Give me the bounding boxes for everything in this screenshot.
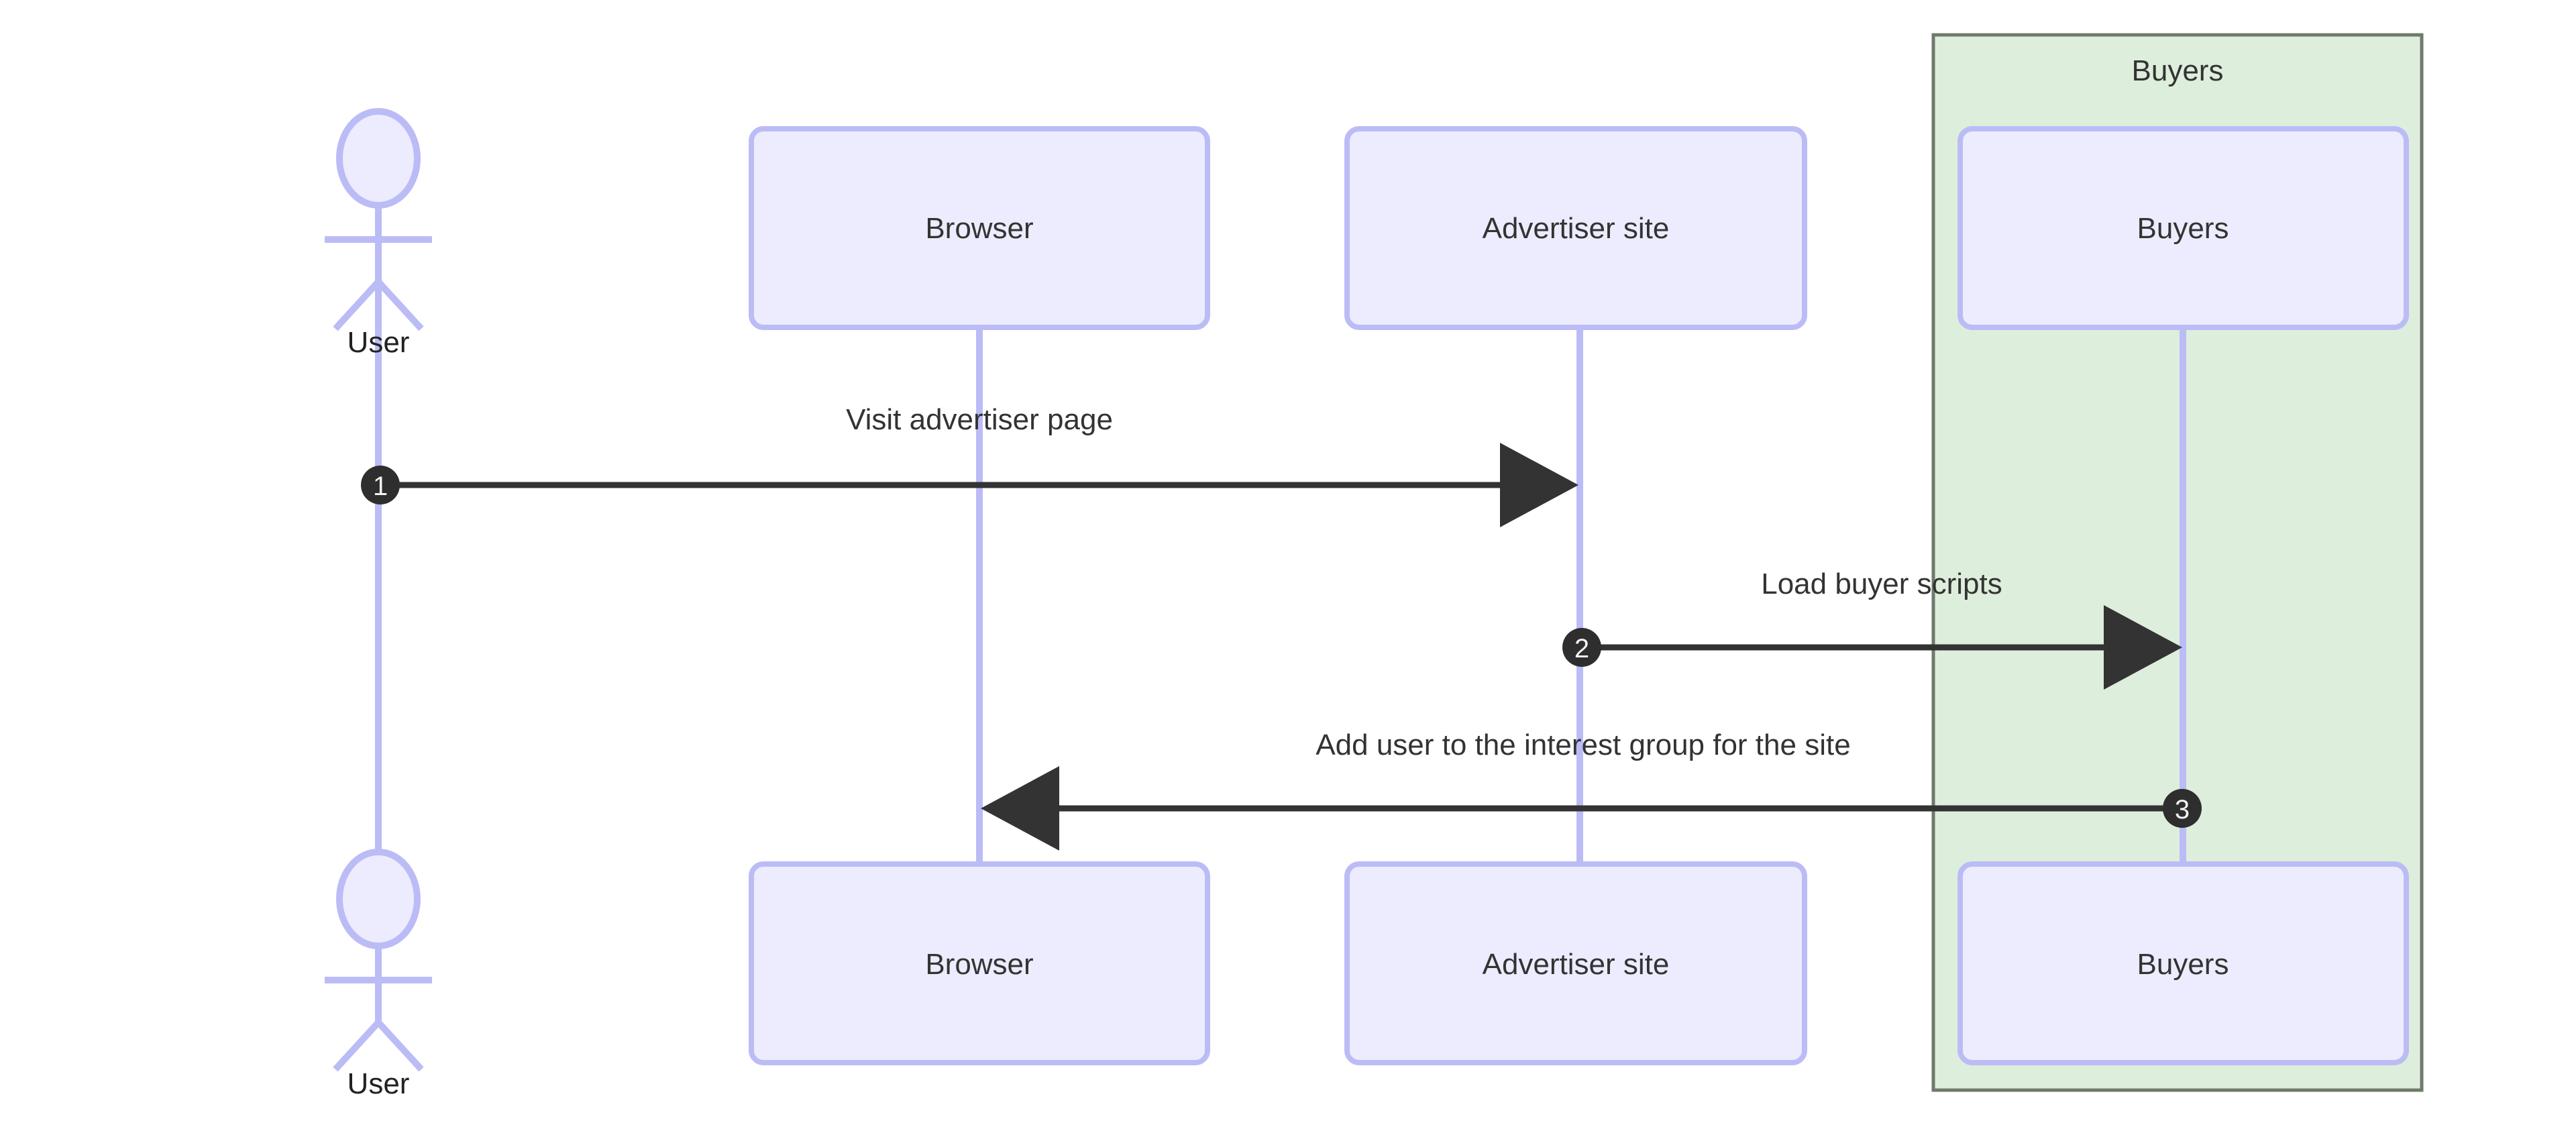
actor-leg-right-icon bbox=[376, 1020, 424, 1072]
participant-advertiser-bottom[interactable]: Advertiser site bbox=[1344, 861, 1807, 1065]
participant-advertiser-bottom-label: Advertiser site bbox=[1483, 948, 1670, 981]
actor-user-bottom-label: User bbox=[347, 1067, 410, 1100]
message-2-badge bbox=[1562, 628, 1601, 667]
participant-buyers-top-label: Buyers bbox=[2137, 212, 2229, 245]
participant-advertiser-bottom-rect bbox=[1344, 861, 1807, 1065]
participant-browser-bottom-rect bbox=[749, 861, 1210, 1065]
actor-leg-left-icon bbox=[333, 1020, 381, 1072]
actor-user-top-label: User bbox=[347, 326, 410, 359]
message-2-number: 2 bbox=[1574, 634, 1589, 663]
message-3-badge bbox=[2163, 789, 2202, 828]
message-1-label: Visit advertiser page bbox=[846, 403, 1113, 436]
message-2[interactable]: Load buyer scripts 2 bbox=[1562, 568, 2182, 690]
actor-user-top[interactable]: User bbox=[325, 108, 432, 359]
message-3-label: Add user to the interest group for the s… bbox=[1316, 729, 1850, 761]
participant-browser-top-rect bbox=[749, 126, 1210, 330]
participant-advertiser-top-rect bbox=[1344, 126, 1807, 330]
message-1-badge bbox=[361, 466, 400, 504]
group-buyers-label: Buyers bbox=[2132, 54, 2224, 87]
participant-advertiser-top-label: Advertiser site bbox=[1483, 212, 1670, 245]
participant-buyers-top[interactable]: Buyers bbox=[1957, 126, 2409, 330]
actor-leg-left-icon bbox=[333, 279, 381, 331]
lifelines bbox=[375, 201, 2186, 865]
participant-buyers-top-rect bbox=[1957, 126, 2409, 330]
participant-buyers-bottom[interactable]: Buyers bbox=[1957, 861, 2409, 1065]
actor-head-icon bbox=[336, 108, 421, 209]
message-1[interactable]: Visit advertiser page 1 bbox=[361, 403, 1578, 527]
participant-buyers-bottom-rect bbox=[1957, 861, 2409, 1065]
participant-browser-top[interactable]: Browser bbox=[749, 126, 1210, 330]
actor-leg-right-icon bbox=[376, 279, 424, 331]
participant-buyers-bottom-label: Buyers bbox=[2137, 948, 2229, 981]
message-3[interactable]: Add user to the interest group for the s… bbox=[981, 729, 2202, 851]
participant-browser-bottom-label: Browser bbox=[925, 948, 1033, 981]
message-2-label: Load buyer scripts bbox=[1761, 568, 2002, 600]
actor-user-bottom[interactable]: User bbox=[325, 849, 432, 1100]
participant-browser-bottom[interactable]: Browser bbox=[749, 861, 1210, 1065]
message-3-number: 3 bbox=[2175, 795, 2190, 824]
participant-advertiser-top[interactable]: Advertiser site bbox=[1344, 126, 1807, 330]
message-1-number: 1 bbox=[373, 472, 388, 501]
actor-head-icon bbox=[336, 849, 421, 949]
participant-browser-top-label: Browser bbox=[925, 212, 1033, 245]
